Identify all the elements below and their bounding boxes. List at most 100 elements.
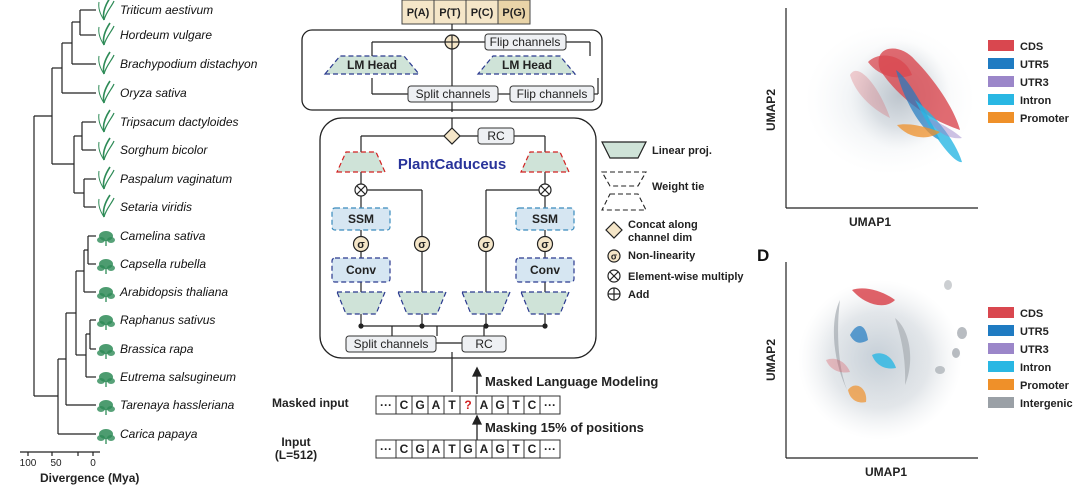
input-seq-token: ···: [544, 442, 556, 456]
legend-swatch-intron: [988, 361, 1014, 372]
plant-icon: [97, 429, 115, 444]
input-seq-token: A: [432, 442, 441, 456]
tree-axis-tick-0: 0: [90, 458, 96, 469]
output-box-t: [433, 0, 467, 25]
multiply-icon-right: [538, 183, 552, 197]
split-channels-top-box: [407, 85, 499, 103]
split-channels-bottom-label: Split channels: [354, 337, 429, 351]
legend-add-icon: [607, 287, 621, 301]
input-seq-token: C: [528, 442, 537, 456]
linear-proj-3-bottom: [461, 291, 511, 315]
legend-multiply-label: Element-wise multiply: [628, 271, 744, 283]
species-label: Capsella rubella: [120, 257, 206, 271]
legend-swatch-utr5: [988, 58, 1014, 69]
masked-seq-token: T: [512, 398, 520, 412]
legend-linear-proj-label: Linear proj.: [652, 145, 712, 157]
legend-multiply-icon: [607, 269, 621, 283]
legend-swatch-intron: [988, 94, 1014, 105]
input-length-label: (L=512): [275, 448, 317, 462]
output-label-t: P(T): [439, 7, 461, 19]
rc-top-label: RC: [487, 129, 505, 143]
legend-label-utr3: UTR3: [1020, 77, 1049, 89]
species-label: Oryza sativa: [120, 86, 187, 100]
species-label: Brassica rapa: [120, 342, 194, 356]
umap-bottom-ylabel: UMAP2: [764, 339, 778, 381]
lm-head-left-trapezoid: [323, 55, 421, 75]
mlm-label: Masked Language Modeling: [485, 374, 658, 389]
plant-icon: [97, 344, 115, 359]
lm-head-left-label: LM Head: [347, 58, 397, 72]
species-label: Eutrema salsugineum: [120, 370, 236, 384]
plant-icon: [97, 231, 115, 246]
input-seq-token: C: [400, 442, 409, 456]
legend-swatch-promoter: [988, 112, 1014, 123]
phylogenetic-tree: [20, 9, 100, 456]
linear-proj-4-bottom: [520, 291, 570, 315]
legend-weight-tie-icon-top: [601, 171, 647, 187]
sigma-label-4: σ: [541, 239, 549, 251]
legend-swatch-intergenic: [988, 397, 1014, 408]
plant-icon: [98, 51, 115, 75]
rc-top-box: [477, 127, 515, 145]
legend-swatch-cds: [988, 307, 1014, 318]
umap-top-plot: UMAP1 UMAP2: [764, 8, 978, 229]
masked-seq-token: C: [528, 398, 537, 412]
species-label: Triticum aestivum: [120, 3, 213, 17]
legend-label-promoter: Promoter: [1020, 380, 1070, 392]
conv-right-box: [515, 257, 575, 283]
ssm-left-label: SSM: [348, 212, 374, 226]
plant-icon: [98, 166, 115, 190]
multiply-icon-left: [354, 183, 368, 197]
ssm-right-label: SSM: [532, 212, 558, 226]
tree-axis-label: Divergence (Mya): [40, 471, 139, 485]
architecture-legend: Linear proj. Weight tie Concat along cha…: [601, 141, 744, 301]
input-seq-token: ···: [380, 442, 392, 456]
masked-seq-token: T: [448, 398, 456, 412]
masking-label: Masking 15% of positions: [485, 420, 644, 435]
sigma-icon-4: [536, 235, 554, 253]
species-label: Tarenaya hassleriana: [120, 398, 235, 412]
legend-nonlinearity-label: Non-linearity: [628, 250, 696, 262]
masked-seq-token: ?: [464, 398, 471, 412]
legend-label-promoter: Promoter: [1020, 113, 1070, 125]
output-box-c: [465, 0, 499, 25]
sigma-icon-1: [352, 235, 370, 253]
flip-channels-top-box: [484, 33, 567, 51]
legend-label-intron: Intron: [1020, 362, 1051, 374]
plant-icon: [97, 287, 115, 302]
sigma-icon-2: [413, 235, 431, 253]
legend-label-intergenic: Intergenic: [1020, 398, 1073, 410]
species-label: Camelina sativa: [120, 229, 206, 243]
species-label: Sorghum bicolor: [120, 143, 208, 157]
output-box-a: [401, 0, 435, 25]
input-seq-token: T: [512, 442, 520, 456]
legend-label-utr5: UTR5: [1020, 326, 1049, 338]
masked-seq-token: A: [432, 398, 441, 412]
plant-icon: [98, 80, 115, 104]
species-label: Hordeum vulgare: [120, 28, 212, 42]
legend-concat-label-1: Concat along: [628, 219, 698, 231]
legend-label-intron: Intron: [1020, 95, 1051, 107]
species-label: Raphanus sativus: [120, 313, 215, 327]
masked-seq-token: C: [400, 398, 409, 412]
species-label: Carica papaya: [120, 427, 198, 441]
legend-add-label: Add: [628, 289, 649, 301]
masked-seq-token: G: [415, 398, 424, 412]
concat-icon: [443, 127, 461, 145]
model-title: PlantCaduceus: [398, 156, 506, 173]
legend-weight-tie-icon-bottom: [601, 193, 647, 211]
masked-input-label: Masked input: [272, 396, 349, 410]
conv-left-label: Conv: [346, 263, 376, 277]
plant-icon: [97, 400, 115, 415]
legend-sigma-glyph: σ: [611, 252, 617, 262]
split-channels-bottom-box: [345, 335, 437, 353]
umap-bottom-xlabel: UMAP1: [865, 465, 907, 479]
tree-axis-tick-100: 100: [20, 458, 37, 469]
linear-proj-right-top: [520, 151, 570, 173]
species-label: Arabidopsis thaliana: [119, 285, 228, 299]
legend-swatch-utr3: [988, 343, 1014, 354]
linear-proj-2-bottom: [397, 291, 447, 315]
